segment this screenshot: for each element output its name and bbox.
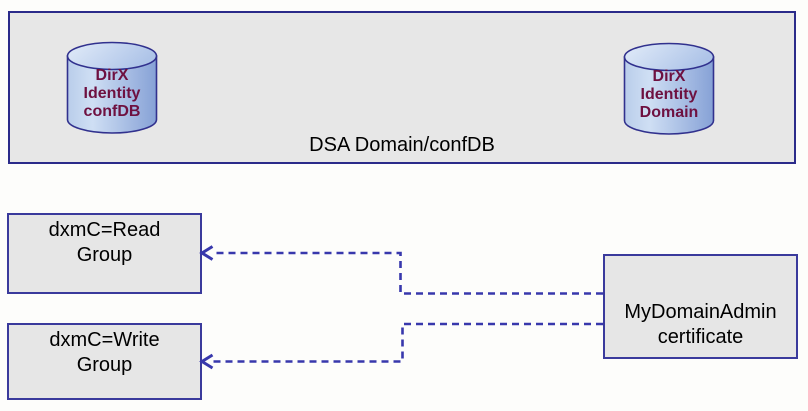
domain-database-icon: DirX Identity Domain: [623, 42, 715, 136]
admin-certificate-label: MyDomainAdmin certificate: [624, 301, 777, 348]
dsa-domain-label: DSA Domain/confDB: [309, 134, 495, 156]
confdb-database-icon: DirX Identity confDB: [66, 41, 158, 135]
admin-certificate-box: MyDomainAdmin certificate: [603, 254, 798, 359]
write-arrow-left-icon: [199, 353, 214, 370]
read-connector-line: [213, 251, 603, 295]
write-connector-line: [213, 322, 603, 363]
write-group-box: dxmC=Write Group: [7, 323, 202, 400]
read-arrow-left-icon: [199, 245, 214, 261]
confdb-database-label: DirX Identity confDB: [83, 67, 141, 120]
read-group-box: dxmC=Read Group: [7, 213, 202, 294]
domain-database-label: DirX Identity Domain: [639, 68, 699, 121]
